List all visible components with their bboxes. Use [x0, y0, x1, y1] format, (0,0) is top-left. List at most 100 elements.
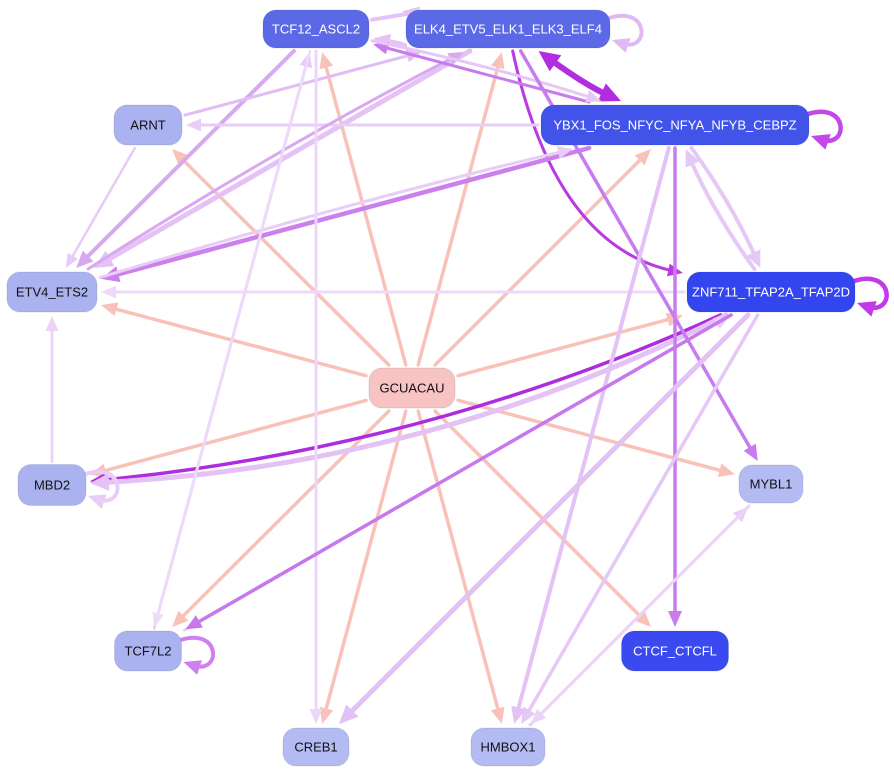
edge-ybx1-arnt-arrowhead [186, 118, 201, 132]
edge-arnt-etv4-arrowhead [65, 252, 78, 268]
edge-gcuacau-arnt [172, 149, 391, 367]
edge-arnt-etv4-line [69, 146, 137, 261]
node-CREB1[interactable]: CREB1 [282, 727, 350, 767]
edge-gcuacau-ctcf-line [433, 409, 645, 621]
edge-arnt-elk4 [183, 49, 422, 117]
node-CTCF_CTCFL[interactable]: CTCF_CTCFL [621, 630, 729, 672]
node-box-HMBOX1[interactable] [470, 727, 546, 767]
edge-gcuacau-creb1-arrowhead [319, 706, 334, 724]
node-box-ZNF711_TFAP2A_TFAP2D[interactable] [686, 271, 856, 313]
edge-gcuacau-hmbox1 [416, 409, 505, 724]
node-MYBL1[interactable]: MYBL1 [738, 464, 804, 504]
edge-tcf12-etv4 [76, 49, 296, 268]
node-ELK4_ETV5_ELK1_ELK3_ELF4[interactable]: ELK4_ETV5_ELK1_ELK3_ELF4 [405, 9, 611, 49]
edge-ybx1-hmbox1-line [515, 146, 671, 715]
edge-znf711-creb1 [339, 312, 751, 724]
edge-arnt-etv4 [65, 146, 137, 268]
edge-znf711-tcf7l2 [185, 313, 733, 630]
node-ETV4_ETS2[interactable]: ETV4_ETS2 [6, 271, 98, 313]
node-box-MYBL1[interactable] [738, 464, 804, 504]
node-YBX1_FOS_NFYC_NFYA_NFYB_CEBPZ[interactable]: YBX1_FOS_NFYC_NFYA_NFYB_CEBPZ [540, 104, 810, 146]
edge-gcuacau-tcf7l2-arrowhead [172, 610, 189, 627]
edge-gcuacau-mbd2-line [99, 398, 368, 474]
edge-znf711-hmbox1-line [525, 313, 760, 717]
edge-ybx1-ybx1 [805, 109, 843, 150]
edge-mbd2-mbd2 [83, 469, 120, 509]
edge-ybx1-znf711 [689, 146, 761, 268]
edge-gcuacau-ctcf [433, 409, 651, 627]
edge-mybl1-hmbox1-line [536, 504, 751, 719]
edge-tcf12-etv4-arrowhead [76, 250, 94, 268]
edge-znf711-znf711-arrowhead [857, 301, 877, 317]
node-box-GCUACAU[interactable] [368, 367, 456, 409]
edge-ybx1-tcf12-line [381, 45, 591, 104]
node-TCF12_ASCL2[interactable]: TCF12_ASCL2 [262, 9, 370, 49]
edge-gcuacau-mbd2 [90, 398, 368, 478]
node-HMBOX1[interactable]: HMBOX1 [470, 727, 546, 767]
node-box-MBD2[interactable] [17, 464, 87, 506]
edge-elk4-ybx1 [538, 51, 621, 102]
edge-gcuacau-elk4-arrowhead [490, 52, 505, 70]
edge-znf711-tcf7l2-arrowhead [185, 615, 203, 630]
node-box-CTCF_CTCFL[interactable] [621, 630, 729, 672]
edge-elk4-ybx1-line [547, 56, 611, 98]
node-box-TCF7L2[interactable] [114, 630, 182, 672]
edge-ybx1-znf711-arrowhead [746, 249, 761, 268]
node-GCUACAU[interactable]: GCUACAU [368, 367, 456, 409]
node-box-CREB1[interactable] [282, 727, 350, 767]
edge-ybx1-ctcf-arrowhead [668, 611, 682, 627]
edge-elk4-mybl1-arrowhead [743, 443, 758, 461]
edge-gcuacau-etv4-arrowhead [101, 302, 119, 316]
edge-ybx1-hmbox1-arrowhead [511, 705, 526, 724]
edge-tcf12-etv4-line [82, 49, 296, 262]
edge-znf711-etv4 [101, 285, 686, 299]
edge-tcf12-tcf7l2-arrowhead [152, 612, 164, 627]
node-box-TCF12_ASCL2[interactable] [262, 9, 370, 49]
edge-znf711-mbd2-arrowhead [90, 473, 110, 491]
node-box-ETV4_ETS2[interactable] [6, 271, 98, 313]
edge-znf711-tcf7l2-line [193, 313, 733, 626]
edge-etv4-ybx1-line [98, 149, 565, 279]
edge-elk4-ybx1-arrowhead [597, 83, 621, 102]
edge-gcuacau-tcf12-line [323, 61, 408, 367]
edge-mbd2-etv4 [45, 316, 59, 463]
node-ARNT[interactable]: ARNT [113, 104, 183, 146]
edge-gcuacau-arnt-line [178, 155, 391, 367]
edge-gcuacau-mybl1-arrowhead [717, 463, 735, 477]
edge-tcf12-tcf7l2-line [155, 49, 312, 619]
edge-mbd2-etv4-arrowhead [45, 316, 59, 331]
edge-tcf7l2-tcf7l2-arrowhead [183, 660, 202, 675]
edge-arnt-elk4-line [183, 53, 414, 117]
node-box-ARNT[interactable] [113, 104, 183, 146]
edge-znf711-creb1-arrowhead [339, 704, 359, 724]
edge-gcuacau-hmbox1-line [416, 409, 501, 715]
edge-tcf12-creb1-arrowhead [309, 709, 323, 724]
node-box-ELK4_ETV5_ELK1_ELK3_ELF4[interactable] [405, 9, 611, 49]
node-ZNF711_TFAP2A_TFAP2D[interactable]: ZNF711_TFAP2A_TFAP2D [686, 271, 856, 313]
edge-gcuacau-creb1 [319, 409, 408, 724]
edge-znf711-ybx1-arrowhead [685, 149, 700, 168]
edge-tcf12-creb1 [309, 49, 323, 724]
edge-znf711-znf711 [851, 276, 889, 317]
edge-elk4-elk4 [607, 13, 644, 53]
edge-mbd2-mbd2-arrowhead [88, 494, 107, 509]
node-TCF7L2[interactable]: TCF7L2 [114, 630, 182, 672]
node-box-YBX1_FOS_NFYC_NFYA_NFYB_CEBPZ[interactable] [540, 104, 810, 146]
node-MBD2[interactable]: MBD2 [17, 464, 87, 506]
edge-tcf7l2-tcf7l2 [178, 635, 216, 675]
edge-gcuacau-elk4-line [416, 61, 501, 367]
edge-znf711-etv4-arrowhead [101, 285, 116, 299]
edge-gcuacau-tcf12-arrowhead [319, 52, 334, 70]
edge-ybx1-znf711-line [689, 146, 758, 260]
edge-gcuacau-ctcf-arrowhead [634, 610, 651, 627]
edge-mybl1-hmbox1 [531, 504, 751, 724]
edge-tcf12-ybx1-arrowhead [585, 90, 602, 103]
edge-gcuacau-tcf12 [319, 52, 408, 367]
edge-tcf12-tcf7l2 [152, 49, 312, 627]
edge-znf711-hmbox1-arrowhead [521, 706, 536, 724]
edge-etv4-ybx1-arrowhead [556, 146, 573, 159]
edge-mybl1-hmbox1-arrowhead [531, 708, 547, 724]
edge-tcf7l2-tcf7l2-line [178, 635, 216, 669]
